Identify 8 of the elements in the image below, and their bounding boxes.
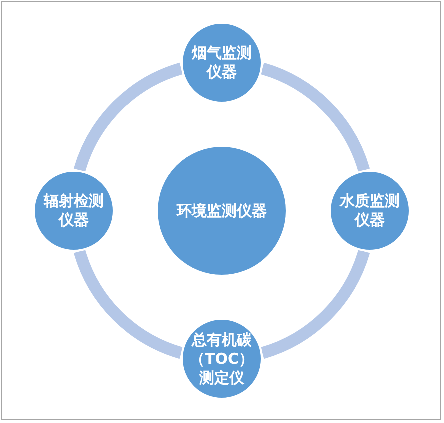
ring-arc — [260, 63, 370, 172]
circle-label: 总有机碳（TOC）测定仪 — [190, 330, 254, 388]
circle-label: 水质监测仪器 — [339, 192, 401, 230]
ring-arc — [260, 250, 370, 359]
ring-arc — [74, 250, 184, 359]
circle-label: 辐射检测仪器 — [43, 192, 105, 230]
circle-label: 烟气监测仪器 — [191, 44, 253, 82]
circle-label: 环境监测仪器 — [176, 202, 268, 220]
